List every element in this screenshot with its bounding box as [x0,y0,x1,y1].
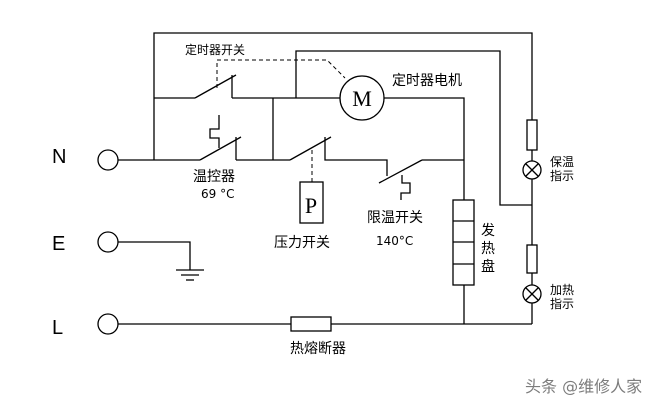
watermark: 头条 @维修人家 [525,377,642,396]
ground-symbol [176,269,204,281]
terminal-l [97,313,119,335]
keep-warm-lamp-icon [522,160,542,180]
timer-switch [194,59,346,99]
limit-temp: 140°C [376,234,413,248]
terminal-n [97,149,119,171]
motor-symbol: M [352,86,372,111]
heating-label-2: 指示 [550,296,574,311]
keep-warm-resistor [526,119,538,151]
pressure-switch-label: 压力开关 [274,235,330,251]
label-l: L [52,317,63,339]
timer-switch-label: 定时器开关 [185,42,245,57]
heater-label-2: 热 [481,241,495,257]
heater [452,199,475,286]
thermal-fuse [290,316,332,332]
timer-motor-label: 定时器电机 [392,73,462,89]
heating-resistor [526,244,538,274]
keep-warm-label-2: 指示 [550,168,574,183]
label-e: E [52,233,65,255]
thermostat-temp: 69 °C [201,187,234,201]
wires [118,32,533,325]
timer-motor [339,75,385,121]
heater-label-1: 发 [481,223,495,239]
thermostat-switch [199,115,242,161]
pressure-symbol: P [305,193,317,218]
heating-lamp-icon [522,284,542,304]
limit-switch-label: 限温开关 [367,210,423,226]
heater-label-3: 盘 [481,258,495,275]
terminal-e [97,231,119,253]
thermal-fuse-label: 热熔断器 [290,341,346,357]
heating-label-1: 加热 [550,283,574,297]
limit-switch [378,159,423,200]
pressure-switch [289,136,332,224]
label-n: N [52,146,66,168]
thermostat-label: 温控器 [193,169,235,185]
keep-warm-label-1: 保温 [550,155,574,169]
